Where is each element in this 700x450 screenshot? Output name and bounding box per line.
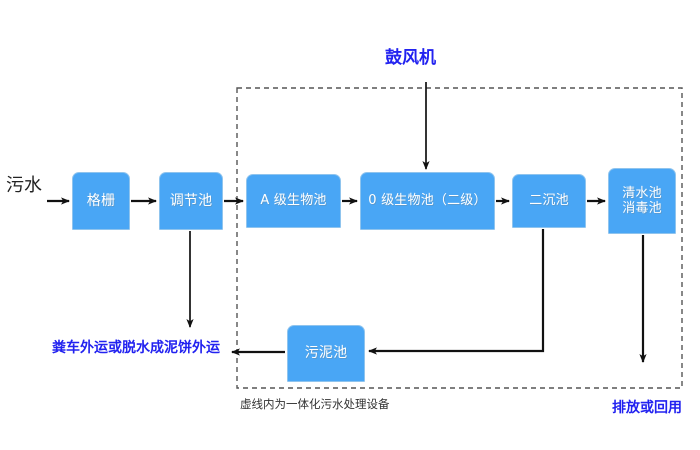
node-bio-tank-a[interactable]: A 级生物池 bbox=[246, 174, 341, 228]
node-grating-label: 格栅 bbox=[86, 192, 116, 209]
label-sludge-disposal: 粪车外运或脱水成泥饼外运 bbox=[52, 340, 220, 356]
node-disinfection-tank-label: 消毒池 bbox=[622, 201, 662, 216]
node-secondary-sedimentation-tank[interactable]: 二沉池 bbox=[512, 174, 586, 228]
label-inflow-sewage: 污水 bbox=[6, 175, 42, 196]
node-secondary-sedimentation-tank-label: 二沉池 bbox=[529, 193, 569, 209]
node-bio-tank-o-label: 0 级生物池（二级） bbox=[368, 193, 487, 209]
node-clearwater-disinfection-tank[interactable]: 清水池 消毒池 bbox=[608, 168, 676, 234]
label-discharge-or-reuse: 排放或回用 bbox=[612, 400, 682, 416]
node-clearwater-tank-label: 清水池 bbox=[622, 185, 662, 201]
node-grating[interactable]: 格栅 bbox=[72, 172, 130, 230]
node-sludge-tank-label: 污泥池 bbox=[304, 345, 348, 362]
label-blower: 鼓风机 bbox=[385, 48, 436, 68]
node-regulating-tank-label: 调节池 bbox=[169, 192, 213, 209]
node-bio-tank-o[interactable]: 0 级生物池（二级） bbox=[360, 172, 495, 230]
node-sludge-tank[interactable]: 污泥池 bbox=[287, 325, 365, 382]
arrow-secondary-sed-to-sludge bbox=[368, 229, 545, 355]
node-regulating-tank[interactable]: 调节池 bbox=[159, 172, 223, 230]
node-bio-tank-a-label: A 级生物池 bbox=[260, 193, 327, 209]
caption-integrated-equipment: 虚线内为一体化污水处理设备 bbox=[240, 397, 390, 411]
